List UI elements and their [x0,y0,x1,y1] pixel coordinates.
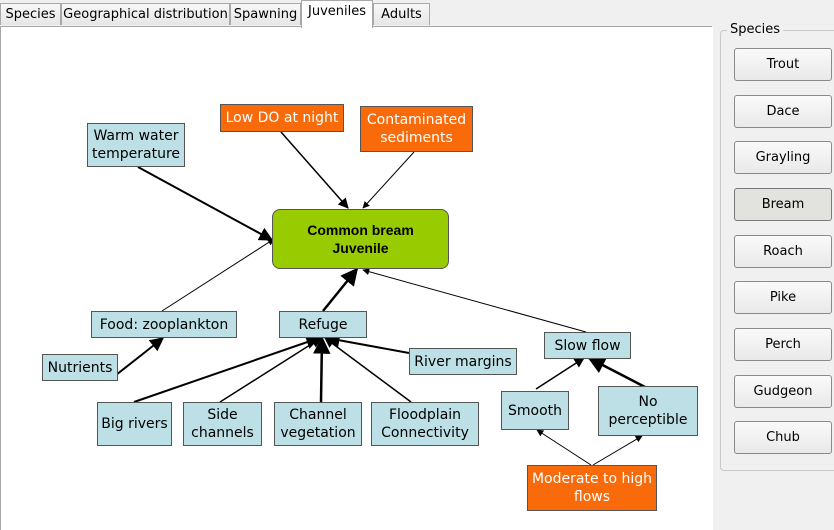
tab-bar: Species Geographical distribution Spawni… [0,0,712,28]
node-no-perceptible[interactable]: No perceptible [598,386,698,436]
edge-rivermargins-to-refuge [325,333,410,354]
edge-food-to-center [161,238,275,312]
species-button-pike[interactable]: Pike [734,281,832,314]
node-nutrients[interactable]: Nutrients [42,354,118,381]
node-river-margins[interactable]: River margins [409,348,517,375]
edge-channelveg-to-refuge [313,336,331,403]
edge-moderate-to-smooth [536,429,592,466]
species-button-roach[interactable]: Roach [734,235,832,268]
node-warm-water-temperature[interactable]: Warm water temperature [87,123,185,167]
species-button-perch[interactable]: Perch [734,328,832,361]
center-line-1: Common bream [307,222,414,238]
edge-lowdo-to-center [280,131,349,209]
edge-bigrivers-to-refuge [133,335,321,403]
edge-nutrients-to-food [115,337,165,376]
edge-moderate-to-noperceptible [592,435,643,466]
node-food-zooplankton[interactable]: Food: zooplankton [91,311,237,338]
node-moderate-to-high-flows[interactable]: Moderate to high flows [527,465,657,511]
node-contaminated-sediments[interactable]: Contaminated sediments [360,106,473,152]
node-side-channels[interactable]: Side channels [183,402,262,446]
edge-noperceptible-to-slowflow [587,356,646,389]
tab-adults[interactable]: Adults [373,3,430,25]
edge-sidechannels-to-refuge [219,337,322,403]
node-big-rivers[interactable]: Big rivers [97,402,172,446]
node-smooth[interactable]: Smooth [501,391,569,430]
edge-floodplain-to-refuge [324,337,412,403]
edge-warm-to-center [137,166,274,241]
node-channel-vegetation[interactable]: Channel vegetation [274,402,362,446]
species-button-chub[interactable]: Chub [734,421,832,454]
species-button-gudgeon[interactable]: Gudgeon [734,375,832,408]
tab-spawning[interactable]: Spawning [230,3,301,25]
species-button-bream[interactable]: Bream [734,188,832,221]
center-line-2: Juvenile [332,240,389,256]
node-refuge[interactable]: Refuge [279,311,367,338]
node-low-do-at-night[interactable]: Low DO at night [220,104,344,132]
edge-smooth-to-slowflow [535,357,585,390]
species-button-grayling[interactable]: Grayling [734,141,832,174]
diagram-canvas: Warm water temperature Low DO at night C… [0,27,713,530]
edge-slowflow-to-center [362,268,587,333]
species-button-dace[interactable]: Dace [734,95,832,128]
tab-geographical-distribution[interactable]: Geographical distribution [61,3,230,25]
canvas-right-margin [698,27,713,530]
species-button-trout[interactable]: Trout [734,48,832,81]
tab-juveniles[interactable]: Juveniles [301,0,373,28]
node-slow-flow[interactable]: Slow flow [544,332,631,359]
node-common-bream-juvenile[interactable]: Common bream Juvenile [272,209,449,269]
diagram-edges [115,131,646,466]
node-floodplain-connectivity[interactable]: Floodplain Connectivity [371,402,479,446]
tab-species[interactable]: Species [0,3,61,25]
species-panel-title: Species [727,22,784,37]
edge-contaminated-to-center [362,151,415,209]
edge-refuge-to-center [322,267,359,312]
